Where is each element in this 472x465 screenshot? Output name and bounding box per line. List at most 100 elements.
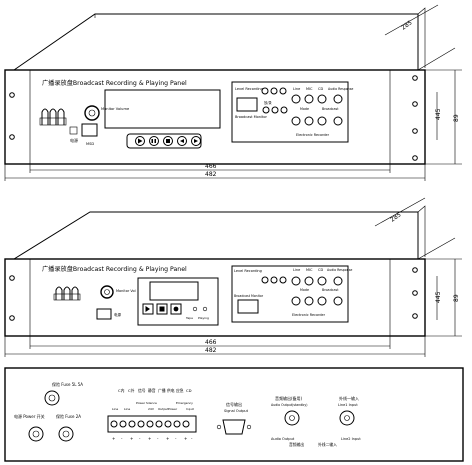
power-label: 电源 bbox=[114, 312, 121, 317]
dim-inner: 466 bbox=[205, 339, 217, 346]
dim-outer: 482 bbox=[205, 347, 217, 354]
panel-inner-1 bbox=[29, 69, 391, 165]
front-panel-2: 广播录放盘Broadcast Recording & Playing Panel… bbox=[4, 197, 462, 357]
volume-label: Monitor Vol bbox=[116, 289, 136, 293]
stop-button[interactable] bbox=[163, 136, 173, 146]
mount-hole bbox=[9, 275, 15, 281]
power-switch[interactable] bbox=[96, 308, 112, 320]
dim-inner: 466 bbox=[205, 163, 217, 170]
chassis-top-outline-1 bbox=[13, 13, 419, 71]
terminal-mark: - bbox=[121, 436, 123, 441]
record-button[interactable] bbox=[279, 276, 287, 284]
mount-hole bbox=[9, 134, 15, 140]
terminal-block bbox=[107, 415, 197, 433]
rear-power-label: 电源 Power 开关 bbox=[14, 413, 45, 419]
power-indicator-box bbox=[69, 126, 78, 135]
volume-knob[interactable] bbox=[84, 105, 100, 121]
terminal-sub: Output bbox=[158, 407, 169, 411]
channel-knob[interactable] bbox=[291, 296, 301, 306]
ctrl-label-mic: MIC bbox=[306, 268, 313, 272]
dim-depth: 285 bbox=[389, 211, 403, 223]
display-top-label: Level Recording bbox=[235, 87, 263, 91]
line-selector[interactable] bbox=[291, 276, 301, 286]
line1-input-jack[interactable] bbox=[339, 410, 355, 426]
channel-knob[interactable] bbox=[304, 116, 314, 126]
pause-icon bbox=[151, 139, 153, 143]
line2-sub: Line2 Input bbox=[341, 437, 361, 441]
display-bottom-label: Broadcast Monitor bbox=[234, 294, 264, 298]
volume-knob[interactable] bbox=[100, 285, 114, 299]
channel-knob[interactable] bbox=[317, 116, 327, 126]
channel-knob[interactable] bbox=[291, 116, 301, 126]
volume-knob-center bbox=[88, 109, 96, 117]
channel-knob[interactable] bbox=[333, 116, 343, 126]
audio-response-selector[interactable] bbox=[333, 276, 343, 286]
tape-play-button[interactable] bbox=[142, 303, 154, 315]
record-button[interactable] bbox=[261, 87, 269, 95]
mode-button[interactable] bbox=[280, 106, 288, 114]
mode-label: Mode bbox=[300, 107, 309, 111]
tape-record-button[interactable] bbox=[170, 303, 182, 315]
terminal-header: C外 bbox=[128, 388, 135, 393]
record-button[interactable] bbox=[279, 87, 287, 95]
play-button[interactable] bbox=[135, 136, 145, 146]
mode-button[interactable] bbox=[262, 106, 270, 114]
dim-height2: 89 bbox=[453, 114, 460, 122]
forward-button[interactable] bbox=[191, 136, 201, 146]
play-icon bbox=[145, 306, 150, 312]
terminal-mark: + bbox=[112, 436, 115, 441]
audio-out2-label: Audio Output bbox=[271, 437, 295, 441]
mode-button[interactable] bbox=[271, 106, 279, 114]
mic-selector[interactable] bbox=[304, 94, 314, 104]
tape-deck bbox=[137, 277, 219, 326]
front-panel-1: 广播录放盘Broadcast Recording & Playing Panel… bbox=[4, 4, 462, 181]
terminal-mark: + bbox=[148, 436, 151, 441]
terminal-mark: - bbox=[139, 436, 141, 441]
stop-icon bbox=[159, 306, 165, 312]
audio-response-selector[interactable] bbox=[333, 94, 343, 104]
tape-led bbox=[192, 306, 198, 312]
cd-selector[interactable] bbox=[317, 276, 327, 286]
tape-stop-button[interactable] bbox=[156, 303, 168, 315]
signal-output-connector[interactable] bbox=[222, 419, 246, 435]
terminal-sub: 24V bbox=[148, 407, 155, 411]
power-switch[interactable] bbox=[81, 123, 98, 137]
fuse-holder[interactable] bbox=[44, 390, 60, 406]
record-button[interactable] bbox=[270, 87, 278, 95]
fuse-holder-2[interactable] bbox=[58, 426, 74, 442]
mount-hole bbox=[412, 267, 418, 273]
signal-sub: Signal Output bbox=[224, 409, 249, 413]
mic-selector[interactable] bbox=[304, 276, 314, 286]
mount-hole bbox=[412, 155, 418, 161]
channel-knob[interactable] bbox=[304, 296, 314, 306]
signal-label: 信号输出 bbox=[226, 401, 242, 407]
channel-knob[interactable] bbox=[317, 296, 327, 306]
mount-hole bbox=[412, 75, 418, 81]
terminal-sub: Power bbox=[168, 407, 178, 411]
cd-selector[interactable] bbox=[317, 94, 327, 104]
mode-label: Mode bbox=[300, 288, 309, 292]
record-button[interactable] bbox=[270, 276, 278, 284]
rewind-button[interactable] bbox=[177, 136, 187, 146]
terminal-header: 供电 bbox=[167, 388, 175, 393]
line2-label: 外线二输入 bbox=[318, 442, 337, 447]
bottom-row-label: Electronic Recorder bbox=[296, 133, 330, 137]
audio-output-jack[interactable] bbox=[284, 410, 300, 426]
rear-panel: 保险 Fuse 5L 5A 电源 Power 开关 保险 Fuse 2A C内 … bbox=[4, 367, 464, 462]
control-block bbox=[231, 265, 349, 323]
channel-knob[interactable] bbox=[333, 296, 343, 306]
mount-hole bbox=[412, 290, 418, 296]
chassis-side-2 bbox=[417, 205, 426, 257]
mount-hole bbox=[9, 315, 15, 321]
record-button[interactable] bbox=[261, 276, 269, 284]
power-switch-rear[interactable] bbox=[28, 426, 44, 442]
mount-hole bbox=[412, 101, 418, 107]
line-selector[interactable] bbox=[291, 94, 301, 104]
terminal-mark: - bbox=[157, 436, 159, 441]
ctrl-label-line: Line bbox=[293, 87, 300, 91]
panel-title: 广播录放盘Broadcast Recording & Playing Panel bbox=[42, 265, 187, 273]
pause-button[interactable] bbox=[149, 136, 159, 146]
volume-label: Monitor Volume bbox=[101, 107, 130, 111]
panel-inner-2 bbox=[29, 258, 391, 337]
dim-depth: 285 bbox=[400, 19, 414, 31]
